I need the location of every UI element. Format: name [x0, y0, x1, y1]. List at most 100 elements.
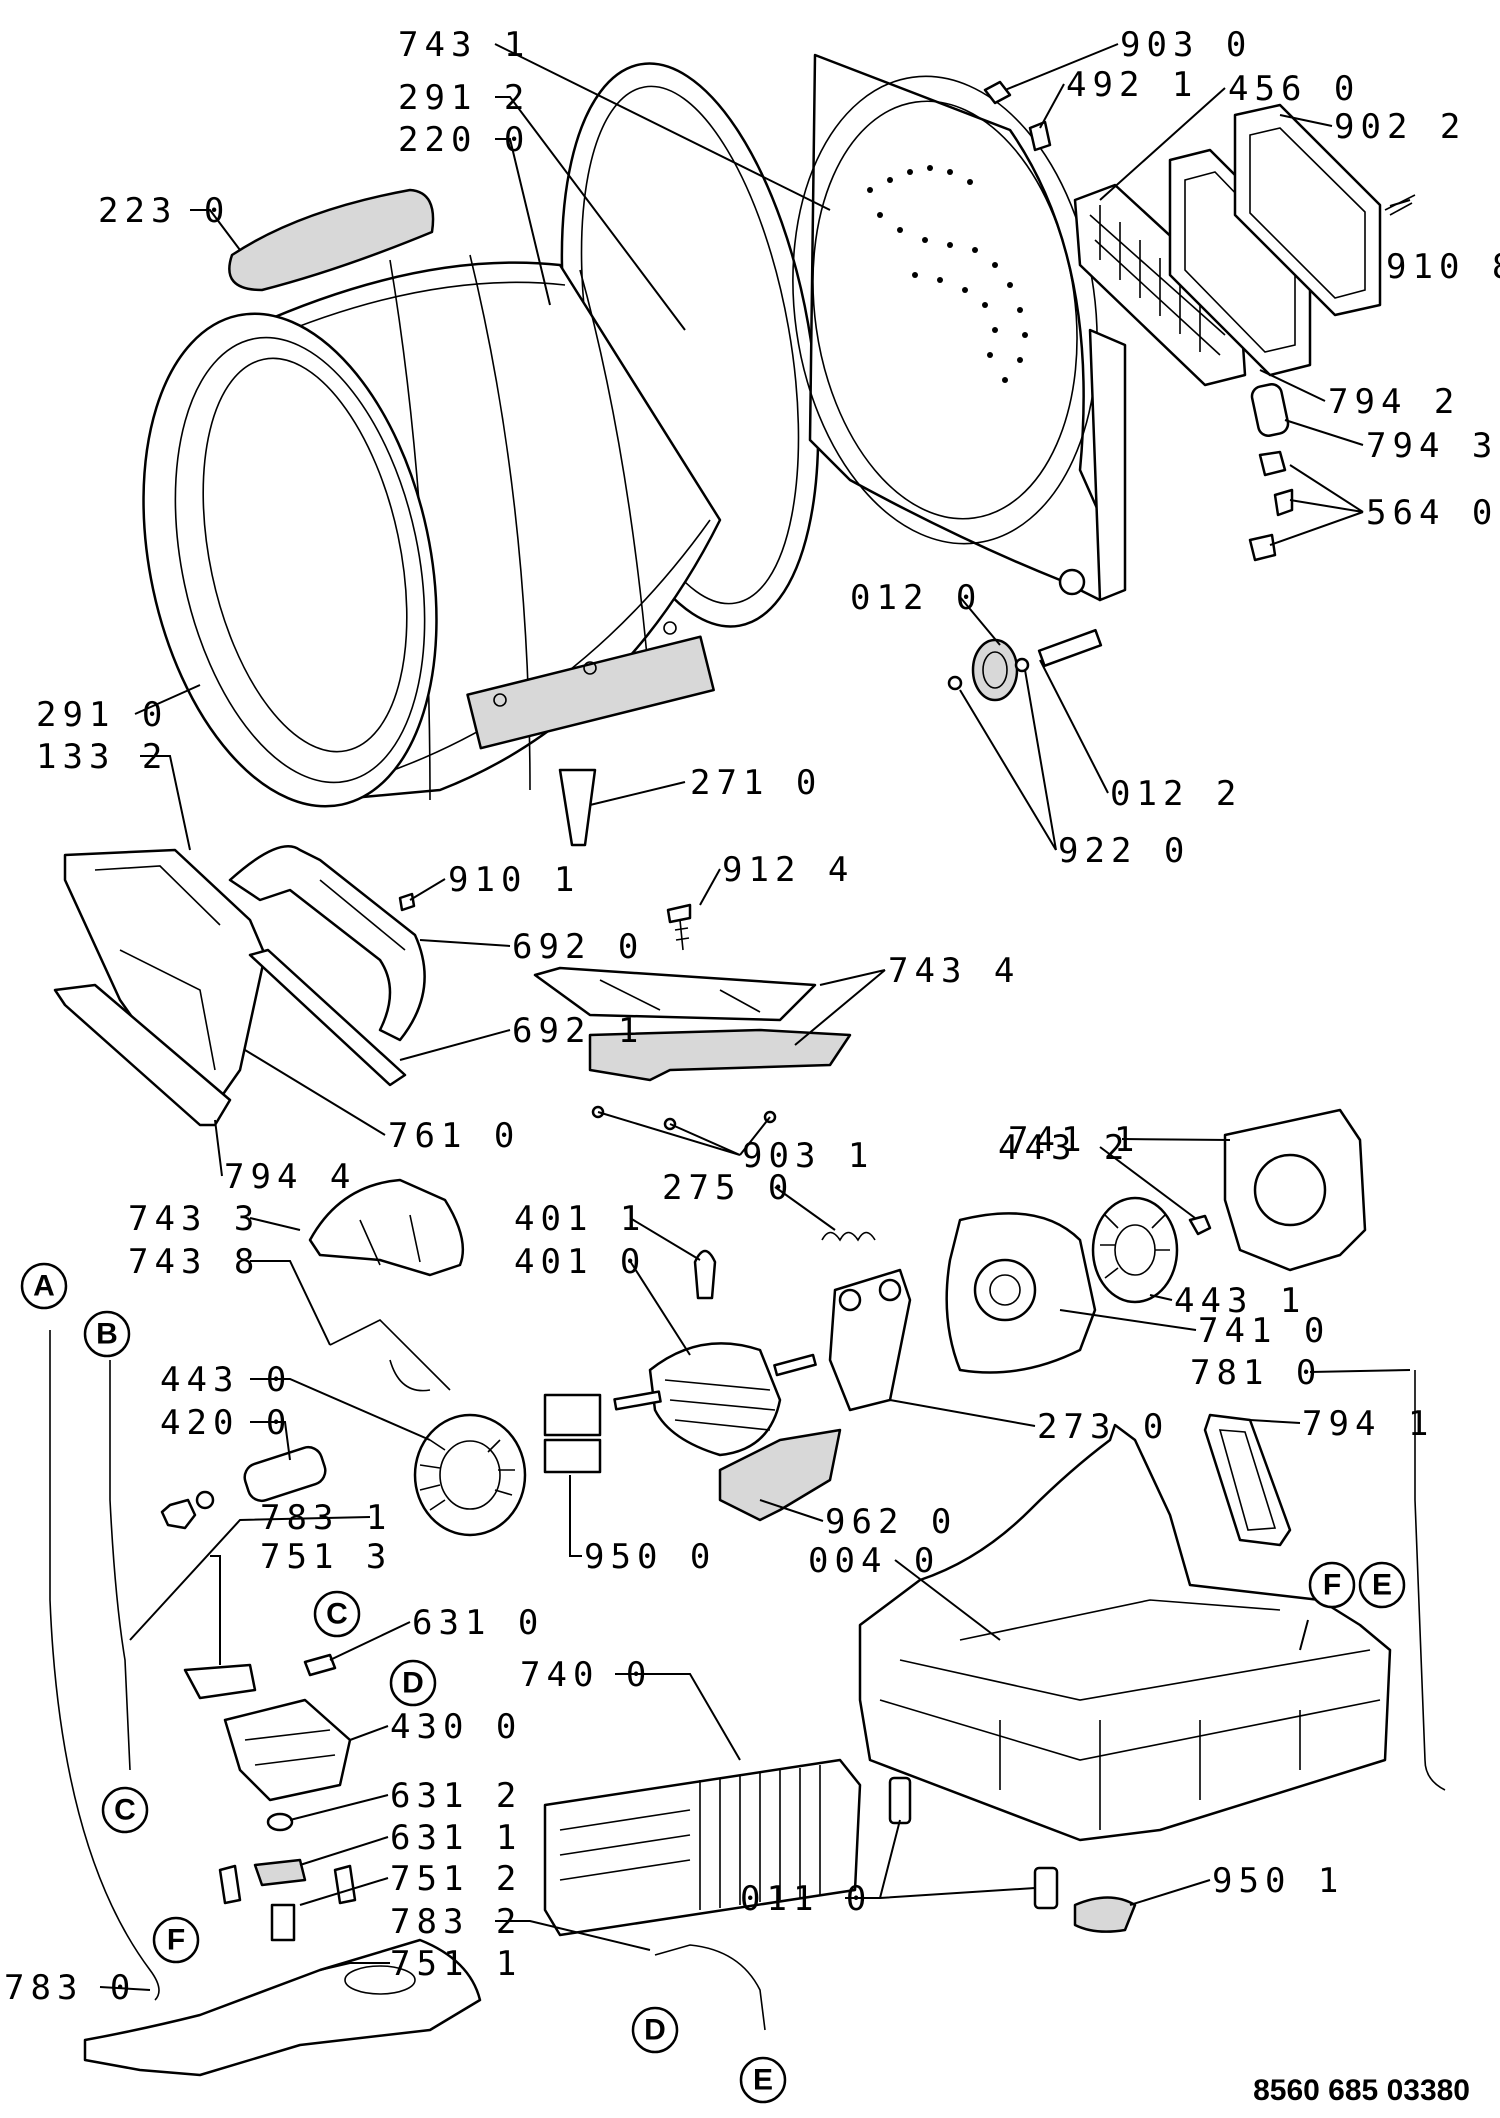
label-692-0: 692 0 [512, 927, 644, 967]
svg-text:E: E [753, 2064, 773, 2097]
label-004-0: 004 0 [808, 1541, 940, 1581]
connector-a: A [20, 1262, 68, 1310]
label-903-0: 903 0 [1120, 25, 1252, 65]
label-910-1: 910 1 [448, 860, 580, 900]
svg-text:C: C [114, 1794, 136, 1827]
leader-lines [99, 43, 1411, 1991]
knob-631-1 [253, 1858, 307, 1887]
connector-b: B [83, 1310, 131, 1358]
shaft [1037, 628, 1103, 668]
foot-011-0-right [1033, 1866, 1059, 1910]
label-751-3: 751 3 [260, 1537, 392, 1577]
svg-text:C: C [326, 1598, 348, 1631]
label-743-3: 743 3 [128, 1199, 260, 1239]
label-794-1: 794 1 [1302, 1404, 1434, 1444]
label-631-2: 631 2 [390, 1776, 522, 1816]
label-631-0: 631 0 [412, 1603, 544, 1643]
label-401-0: 401 0 [514, 1242, 646, 1282]
connector-c-bottom: C [101, 1786, 149, 1834]
strip-692-1 [248, 948, 407, 1087]
label-275-0: 275 0 [662, 1168, 794, 1208]
label-743-8: 743 8 [128, 1242, 260, 1282]
label-950-0: 950 0 [584, 1537, 716, 1577]
clip-492-1 [1028, 120, 1052, 152]
bracket-743-4-lower [588, 1028, 852, 1082]
label-456-0: 456 0 [1228, 69, 1360, 109]
connector-d-bottom: D [631, 2006, 679, 2054]
wire-743-8 [329, 1319, 451, 1392]
label-902-2: 902 2 [1334, 107, 1466, 147]
label-950-1: 950 1 [1212, 1861, 1344, 1901]
drum-lifter [228, 188, 435, 292]
label-794-4: 794 4 [224, 1157, 356, 1197]
screw-912-4 [666, 903, 692, 924]
bracket-751-3 [183, 1663, 257, 1700]
label-443-0: 443 0 [160, 1360, 292, 1400]
svg-text:E: E [1372, 1569, 1392, 1602]
ring-631-2 [266, 1812, 294, 1832]
label-743-1: 743 1 [398, 25, 530, 65]
hose-781-0 [1414, 1370, 1446, 1791]
connector-e-bottom: E [739, 2056, 787, 2104]
label-783-2: 783 2 [390, 1902, 522, 1942]
pad-950-0-lower [543, 1438, 602, 1474]
cover-plate [1233, 103, 1382, 317]
clip-401-1 [693, 1249, 717, 1300]
label-133-2: 133 2 [36, 737, 168, 777]
svg-text:D: D [644, 2014, 666, 2047]
label-631-1: 631 1 [390, 1818, 522, 1858]
svg-text:A: A [33, 1270, 55, 1303]
bracket-962-0 [718, 1428, 842, 1522]
pad-950-0-upper [543, 1393, 602, 1437]
label-291-0: 291 0 [36, 695, 168, 735]
label-443-2: 443 2 [998, 1128, 1130, 1168]
connector-f-right: F [1308, 1561, 1356, 1609]
label-912-4: 912 4 [722, 850, 854, 890]
label-011-0: 011 0 [740, 1879, 872, 1919]
connector-c-top: C [313, 1590, 361, 1638]
label-012-0: 012 0 [850, 578, 982, 618]
clip-903-0 [983, 80, 1012, 105]
drum-assembly [142, 62, 820, 847]
label-273-0: 273 0 [1037, 1407, 1169, 1447]
label-903-1: 903 1 [742, 1136, 874, 1176]
label-751-1: 751 1 [390, 1944, 522, 1984]
svg-text:F: F [1323, 1569, 1341, 1602]
connector-f-left: F [152, 1916, 200, 1964]
fan-wheel-443-0 [413, 1413, 527, 1537]
label-743-4: 743 4 [888, 951, 1020, 991]
label-420-0: 420 0 [160, 1403, 292, 1443]
part-631-0 [303, 1653, 337, 1677]
pad-950-1 [1073, 1896, 1137, 1933]
document-number: 8560 685 03380 [1253, 2074, 1470, 2107]
capacitor-420-0 [160, 1445, 327, 1530]
label-741-0: 741 0 [1198, 1311, 1330, 1351]
spring-275-0 [821, 1231, 876, 1242]
label-271-0: 271 0 [690, 763, 822, 803]
foot-011-0-left [888, 1776, 912, 1825]
front-duct [63, 848, 267, 1122]
label-430-0: 430 0 [390, 1707, 522, 1747]
cover-743-3 [308, 1178, 465, 1277]
motor [613, 1342, 817, 1457]
label-220-0: 220 0 [398, 120, 530, 160]
fan-housing-741-0 [945, 1212, 1097, 1374]
part-labels: 743 1 903 0 291 2 492 1 456 0 902 2 220 … [4, 25, 1500, 2008]
nut-443-2 [1188, 1214, 1212, 1236]
hose-783-2 [654, 1944, 766, 2031]
label-443-1: 443 1 [1174, 1281, 1306, 1321]
label-401-1: 401 1 [514, 1199, 646, 1239]
panel-751-1 [83, 1938, 482, 2077]
label-291-2: 291 2 [398, 78, 530, 118]
svg-text:B: B [96, 1318, 118, 1351]
label-223-0: 223 0 [98, 191, 230, 231]
label-741-1: 741 1 [1008, 1120, 1140, 1160]
rear-panel [792, 53, 1127, 602]
label-751-2: 751 2 [390, 1859, 522, 1899]
hose-783-0 [49, 1330, 160, 2001]
label-794-2: 794 2 [1328, 382, 1460, 422]
label-740-0: 740 0 [520, 1655, 652, 1695]
timer-430-0 [223, 1698, 352, 1802]
label-962-0: 962 0 [825, 1502, 957, 1542]
